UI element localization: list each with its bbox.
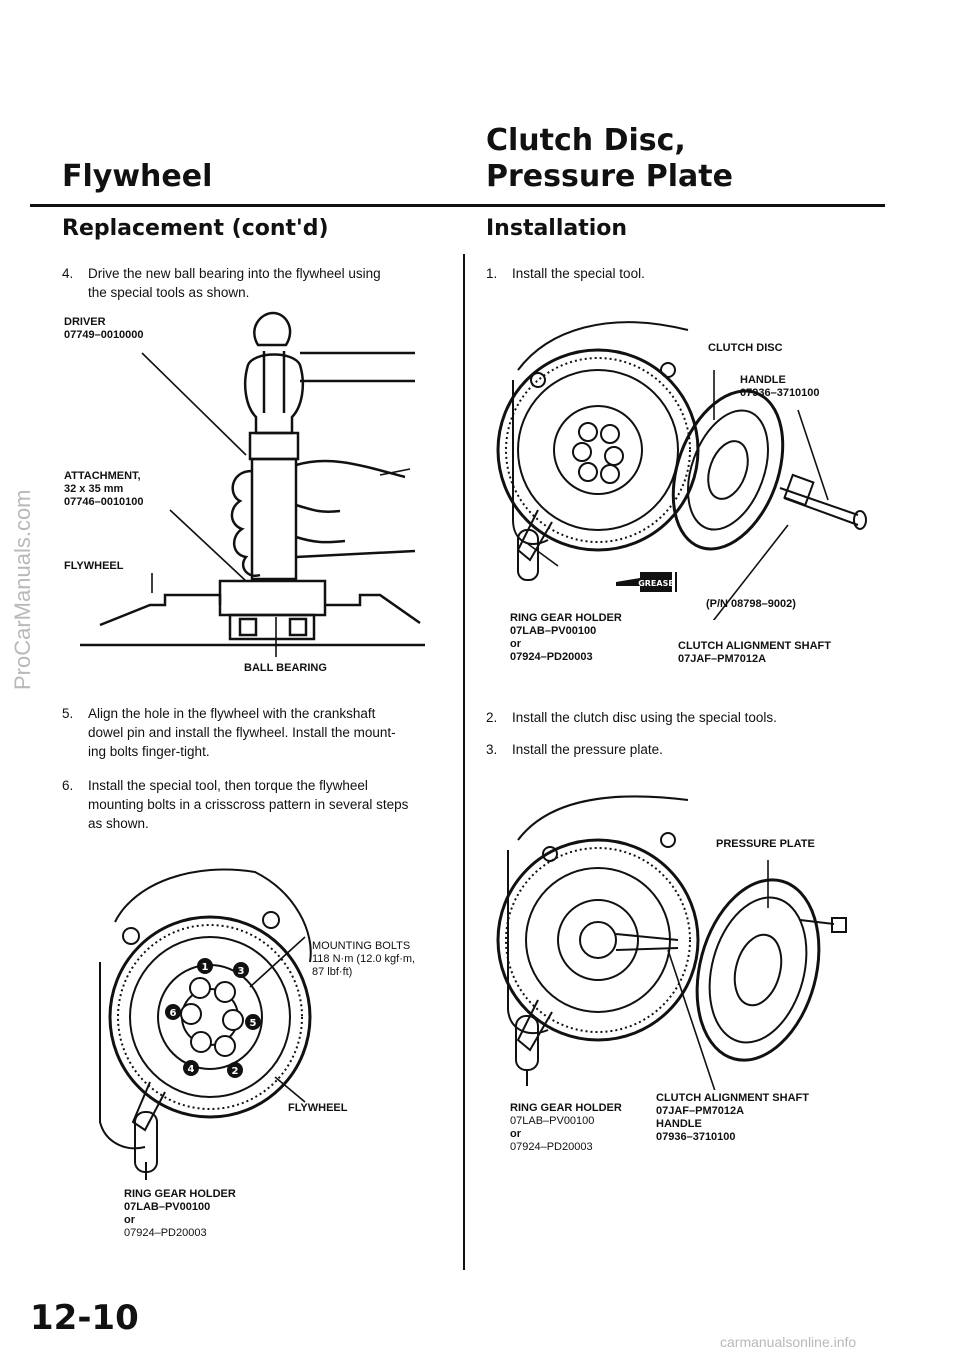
step-3: 3. Install the pressure plate.: [486, 742, 663, 757]
label-flywheel-2: FLYWHEEL: [288, 1102, 348, 1114]
header-rule: [30, 204, 885, 207]
bolt-num: 3: [238, 966, 245, 977]
label-handle-1: HANDLE 07936–3710100: [740, 374, 820, 399]
step-5: 5. Align the hole in the flywheel with t…: [62, 706, 396, 759]
page-number: 12-10: [30, 1298, 139, 1338]
svg-text:GREASE: GREASE: [638, 579, 674, 588]
step-6: 6. Install the special tool, then torque…: [62, 778, 409, 831]
bolt-num: 6: [170, 1008, 177, 1019]
step-4: 4. Drive the new ball bearing into the f…: [62, 266, 381, 300]
bolt-num: 2: [232, 1066, 239, 1077]
flywheel-torque-drawing: 1 3 6 5 4 2: [99, 868, 312, 1180]
label-flywheel-1: FLYWHEEL: [64, 560, 124, 572]
section-title-replacement: Replacement (cont'd): [62, 216, 329, 241]
watermark-side: ProCarManuals.com: [10, 489, 35, 690]
figure-clutch-disc-install: GREASE: [488, 310, 878, 620]
step-1: 1. Install the special tool.: [486, 266, 645, 281]
label-pressure-plate: PRESSURE PLATE: [716, 838, 815, 850]
label-ring-gear-holder-1: RING GEAR HOLDER 07LAB–PV00100 or 07924–…: [124, 1188, 236, 1239]
label-driver: DRIVER 07749–0010000: [64, 316, 144, 341]
label-clutch-alignment-shaft-1: CLUTCH ALIGNMENT SHAFT 07JAF–PM7012A: [678, 640, 831, 665]
label-clutch-disc: CLUTCH DISC: [708, 342, 783, 354]
clutch-disc-install-drawing: GREASE: [496, 321, 867, 620]
pressure-plate-install-drawing: [496, 795, 847, 1090]
label-ball-bearing: BALL BEARING: [244, 662, 327, 674]
page-title-right-line1: Clutch Disc,: [486, 123, 686, 158]
label-grease-pn: (P/N 08798–9002): [706, 598, 796, 610]
bolt-num: 5: [250, 1018, 257, 1029]
ball-bearing-install-drawing: [80, 311, 425, 657]
step-2: 2. Install the clutch disc using the spe…: [486, 710, 777, 725]
section-title-installation: Installation: [486, 216, 628, 241]
page-title-left: Flywheel: [62, 159, 213, 194]
bolt-num: 4: [188, 1064, 195, 1075]
label-ring-gear-holder-2: RING GEAR HOLDER 07LAB–PV00100 or 07924–…: [510, 612, 622, 663]
label-clutch-alignment-shaft-2: CLUTCH ALIGNMENT SHAFT 07JAF–PM7012A HAN…: [656, 1092, 809, 1143]
figure-ball-bearing-install: [60, 305, 460, 685]
label-attachment: ATTACHMENT, 32 x 35 mm 07746–0010100: [64, 470, 144, 508]
watermark-bottom: carmanualsonline.info: [720, 1334, 857, 1350]
bolt-num: 1: [202, 962, 209, 973]
grease-icon: GREASE: [616, 572, 677, 592]
column-divider: [463, 254, 465, 1270]
figure-flywheel-torque: 1 3 6 5 4 2: [95, 862, 325, 1182]
label-mounting-bolts: MOUNTING BOLTS 118 N·m (12.0 kgf·m, 87 l…: [312, 940, 416, 978]
page-title-right-line2: Pressure Plate: [486, 159, 733, 194]
figure-pressure-plate-install: [488, 790, 868, 1090]
label-ring-gear-holder-3: RING GEAR HOLDER 07LAB–PV00100 or 07924–…: [510, 1102, 622, 1153]
